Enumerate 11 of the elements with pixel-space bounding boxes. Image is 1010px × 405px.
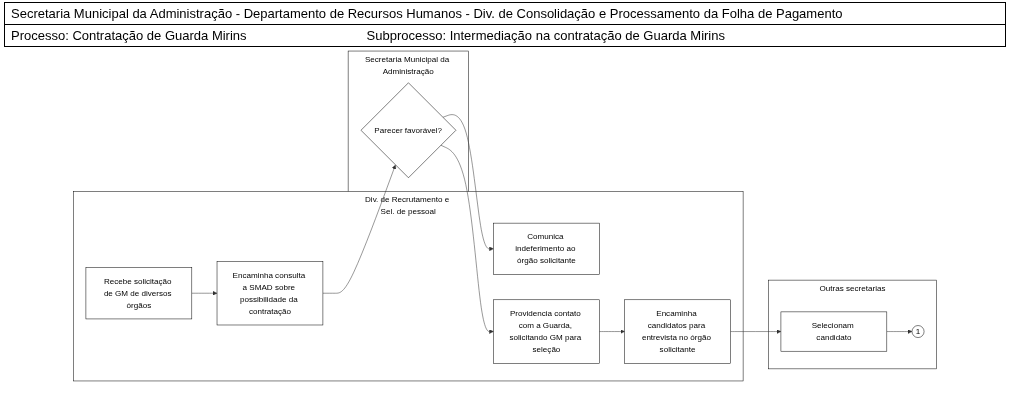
node-diamond: Parecer favorável? <box>360 82 457 178</box>
node-box: Comunica indeferimento ao órgão solicitante <box>493 222 600 275</box>
process-label: Subprocesso: Intermediação na contratação de Guarda Mirins <box>366 28 725 43</box>
node-circle: 1 <box>911 325 925 338</box>
node-box: Recebe solicitação de GM de diversos órgãos <box>85 267 193 320</box>
node-box: Encaminha consulta a SMAD sobre possibilidade da contratação <box>216 261 324 326</box>
node-box: Providencia contato com a Guarda, solicitando GM para seleção <box>493 299 600 364</box>
node-box: Encaminha candidatos para entrevista no órgão solicitante <box>624 299 731 364</box>
node-box: Selecionam candidato <box>780 311 888 352</box>
diagram-title: Secretaria Municipal da Administração - Departamento de Recursos Humanos - Div. de Consolidação e Processamento da Folha de Pagamento <box>5 3 1005 25</box>
process-label: Processo: Contratação de Guarda Mirins <box>11 28 247 43</box>
